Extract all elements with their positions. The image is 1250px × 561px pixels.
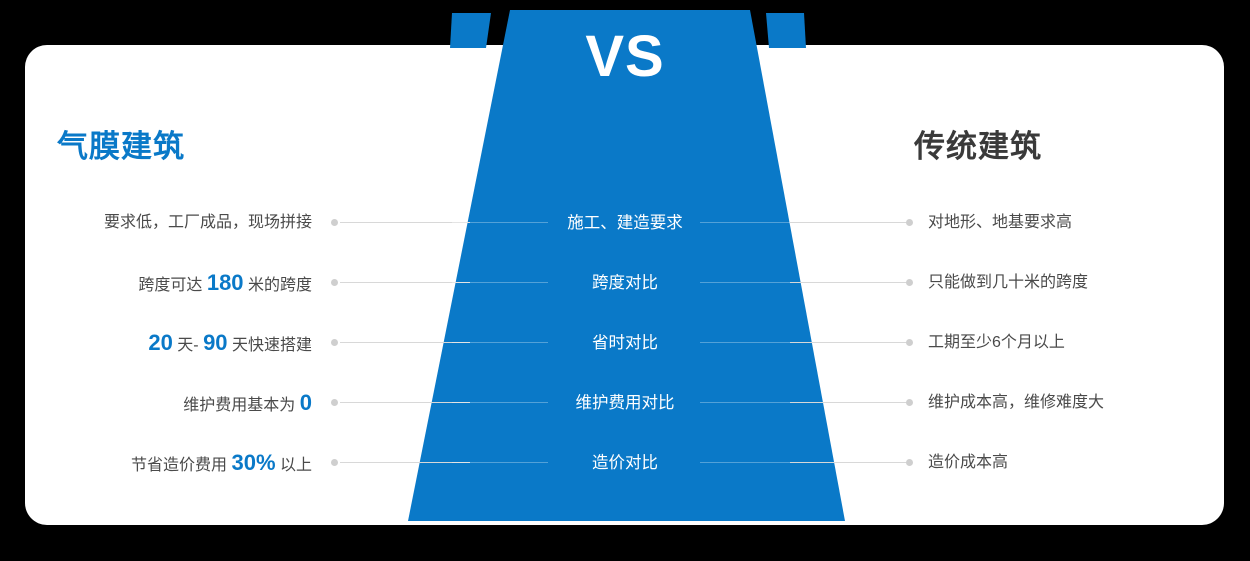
- row-left-text: 维护费用基本为 0: [183, 388, 312, 418]
- highlight-value: 180: [206, 270, 244, 295]
- connector-dot-right: [906, 459, 913, 466]
- plain-text: 天-: [172, 337, 204, 354]
- row-right-text: 维护成本高，维修难度大: [928, 394, 1105, 411]
- row-left-text: 20 天- 90 天快速搭建: [148, 328, 312, 358]
- highlight-value: 30%: [231, 450, 276, 475]
- connector-line-left: [340, 462, 470, 463]
- inner-rule-left: [452, 462, 548, 463]
- connector-dot-left: [331, 219, 338, 226]
- row-right-text: 工期至少6个月以上: [928, 334, 1065, 351]
- connector-dot-left: [331, 399, 338, 406]
- inner-rule-right: [700, 282, 796, 283]
- row-center-label: 造价对比: [592, 454, 658, 472]
- connector-dot-right: [906, 339, 913, 346]
- inner-rule-left: [452, 402, 548, 403]
- connector-dot-right: [906, 279, 913, 286]
- comparison-row: 20 天- 90 天快速搭建 省时对比 工期至少6个月以上: [0, 328, 1250, 358]
- right-column-title: 传统建筑: [914, 129, 1042, 164]
- row-center-label: 跨度对比: [592, 274, 658, 292]
- plain-text: 天快速搭建: [227, 337, 312, 354]
- connector-line-right: [790, 462, 912, 463]
- inner-rule-left: [452, 222, 548, 223]
- comparison-row: 维护费用基本为 0 维护费用对比 维护成本高，维修难度大: [0, 388, 1250, 418]
- connector-dot-left: [331, 279, 338, 286]
- row-center-label: 省时对比: [592, 334, 658, 352]
- row-right-text: 只能做到几十米的跨度: [928, 274, 1089, 291]
- plain-text: 以上: [275, 457, 312, 474]
- connector-line-right: [790, 282, 912, 283]
- connector-line-left: [340, 282, 470, 283]
- plain-text: 维护费用基本为: [183, 397, 300, 414]
- inner-rule-right: [700, 462, 796, 463]
- inner-rule-right: [700, 342, 796, 343]
- row-left-text: 要求低，工厂成品，现场拼接: [104, 208, 312, 238]
- plain-text: 跨度可达: [138, 277, 207, 294]
- connector-line-left: [340, 222, 470, 223]
- plain-text: 要求低，工厂成品，现场拼接: [103, 214, 312, 231]
- connector-dot-right: [906, 399, 913, 406]
- highlight-value: 0: [299, 390, 312, 415]
- connector-line-right: [790, 342, 912, 343]
- vs-label: VS: [585, 24, 665, 89]
- highlight-value: 90: [203, 330, 228, 355]
- row-left-text: 跨度可达 180 米的跨度: [138, 268, 312, 298]
- row-right-text: 造价成本高: [928, 454, 1009, 471]
- connector-dot-left: [331, 339, 338, 346]
- connector-line-left: [340, 342, 470, 343]
- comparison-row: 要求低，工厂成品，现场拼接 施工、建造要求 对地形、地基要求高: [0, 208, 1250, 238]
- inner-rule-right: [700, 402, 796, 403]
- connector-line-left: [340, 402, 470, 403]
- inner-rule-left: [452, 282, 548, 283]
- row-center-label: 施工、建造要求: [567, 214, 683, 232]
- connector-line-right: [790, 402, 912, 403]
- row-center-label: 维护费用对比: [575, 394, 675, 412]
- inner-rule-left: [452, 342, 548, 343]
- inner-rule-right: [700, 222, 796, 223]
- connector-dot-left: [331, 459, 338, 466]
- plain-text: 米的跨度: [243, 277, 312, 294]
- left-column-title: 气膜建筑: [57, 129, 185, 164]
- comparison-row: 跨度可达 180 米的跨度 跨度对比 只能做到几十米的跨度: [0, 268, 1250, 298]
- row-right-text: 对地形、地基要求高: [928, 214, 1073, 231]
- row-left-text: 节省造价费用 30% 以上: [131, 448, 312, 478]
- connector-line-right: [790, 222, 912, 223]
- connector-dot-right: [906, 219, 913, 226]
- highlight-value: 20: [148, 330, 173, 355]
- plain-text: 节省造价费用: [131, 457, 232, 474]
- comparison-row: 节省造价费用 30% 以上 造价对比 造价成本高: [0, 448, 1250, 478]
